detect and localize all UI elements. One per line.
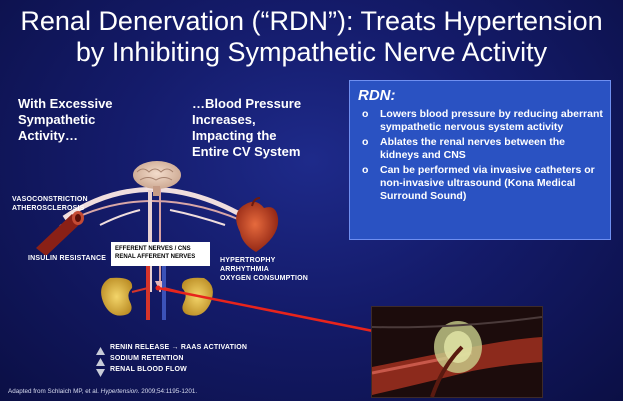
arrow-up-icon bbox=[96, 342, 105, 355]
kidney-effects-label: RENIN RELEASE → RAAS ACTIVATION SODIUM R… bbox=[110, 344, 248, 373]
title-line-2: by Inhibiting Sympathetic Nerve Activity bbox=[75, 37, 548, 67]
kidneys-icon bbox=[101, 266, 213, 320]
heart-effects-label: HYPERTROPHY ARRHYTHMIA OXYGEN CONSUMPTIO… bbox=[220, 257, 308, 282]
arrow-up-icon bbox=[96, 353, 105, 366]
nerves-callout: EFFERENT NERVES / CNS RENAL AFFERENT NER… bbox=[111, 242, 210, 266]
insulin-resistance-label: INSULIN RESISTANCE bbox=[28, 255, 107, 262]
renal-artery-image bbox=[371, 306, 543, 398]
blood-vessel-icon bbox=[36, 211, 84, 256]
slide-title: Renal Denervation (“RDN”): Treats Hypert… bbox=[0, 6, 623, 68]
title-line-1: Renal Denervation (“RDN”): Treats Hypert… bbox=[20, 6, 603, 36]
rdn-heading: RDN: bbox=[358, 87, 396, 104]
arrow-down-icon bbox=[96, 364, 105, 377]
brain-icon bbox=[133, 161, 181, 196]
vasoconstriction-label: VASOCONSTRICTION ATHEROSCLEROSIS bbox=[12, 196, 88, 212]
blood-pressure-label: …Blood Pressure Increases, Impacting the… bbox=[192, 96, 302, 159]
citation-footer: Adapted from Schlaich MP, et al. Hyperte… bbox=[8, 388, 198, 395]
excessive-activity-label: With Excessive Sympathetic Activity… bbox=[18, 96, 113, 143]
heart-icon bbox=[236, 197, 279, 252]
